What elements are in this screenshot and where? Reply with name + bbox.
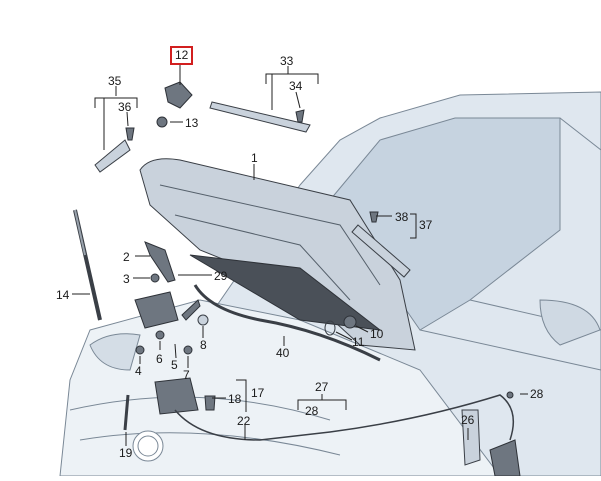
callout-28[interactable]: 28 [530, 387, 544, 401]
nut-4 [135, 345, 145, 355]
cable-end-28 [506, 391, 514, 399]
callout-36[interactable]: 36 [118, 100, 132, 114]
callout-4[interactable]: 4 [135, 364, 142, 378]
callout-6[interactable]: 6 [156, 352, 163, 366]
callout-3[interactable]: 3 [123, 272, 130, 286]
bumper-8 [197, 314, 209, 326]
callout-26[interactable]: 26 [461, 413, 475, 427]
buffer-10 [343, 315, 357, 329]
seal-11 [324, 320, 336, 336]
release-cable [174, 394, 515, 441]
callout-11[interactable]: 11 [352, 335, 365, 349]
callout-27[interactable]: 27 [315, 380, 329, 394]
callout-33[interactable]: 33 [280, 54, 294, 68]
callout-13[interactable]: 13 [185, 116, 199, 130]
gas-strut [73, 209, 102, 321]
callout-8[interactable]: 8 [200, 338, 207, 352]
clip-18 [204, 395, 216, 411]
hinge-part-12 [164, 81, 193, 109]
clip-34 [295, 109, 305, 123]
callout-38[interactable]: 38 [395, 210, 409, 224]
callout-40[interactable]: 40 [276, 346, 290, 360]
callout-2[interactable]: 2 [123, 250, 130, 264]
bracket-2 [144, 241, 176, 283]
lock-bracket [134, 291, 179, 329]
bolt-19 [123, 394, 130, 431]
seal-strip-top [209, 101, 311, 133]
callout-17[interactable]: 17 [251, 386, 265, 400]
seal-strip-left [94, 139, 131, 173]
handle-26 [461, 409, 481, 466]
seal-strip-right [351, 224, 411, 278]
callout-37[interactable]: 37 [419, 218, 433, 232]
nut-13 [156, 116, 168, 128]
lock-17 [154, 377, 199, 415]
leader-lines [72, 63, 528, 446]
callout-22[interactable]: 22 [237, 414, 251, 428]
bolt-3 [150, 273, 160, 283]
callout-5[interactable]: 5 [171, 358, 178, 372]
callout-35[interactable]: 35 [108, 74, 122, 88]
callout-28-cable[interactable]: 28 [305, 404, 319, 418]
striker-5 [181, 299, 201, 321]
seal-40 [193, 284, 381, 362]
hood-panel [139, 158, 416, 351]
callout-19[interactable]: 19 [119, 446, 133, 460]
callout-7[interactable]: 7 [183, 368, 190, 382]
callout-29[interactable]: 29 [214, 269, 228, 283]
callout-10[interactable]: 10 [370, 327, 384, 341]
callout-14[interactable]: 14 [56, 288, 70, 302]
callout-1[interactable]: 1 [251, 151, 258, 165]
washer-6 [155, 330, 165, 340]
clip-36 [125, 127, 135, 141]
clip-38 [369, 211, 379, 223]
callout-18[interactable]: 18 [228, 392, 242, 406]
callout-34[interactable]: 34 [289, 79, 303, 93]
callout-12-highlighted[interactable]: 12 [170, 46, 194, 65]
nut-7 [183, 345, 193, 355]
